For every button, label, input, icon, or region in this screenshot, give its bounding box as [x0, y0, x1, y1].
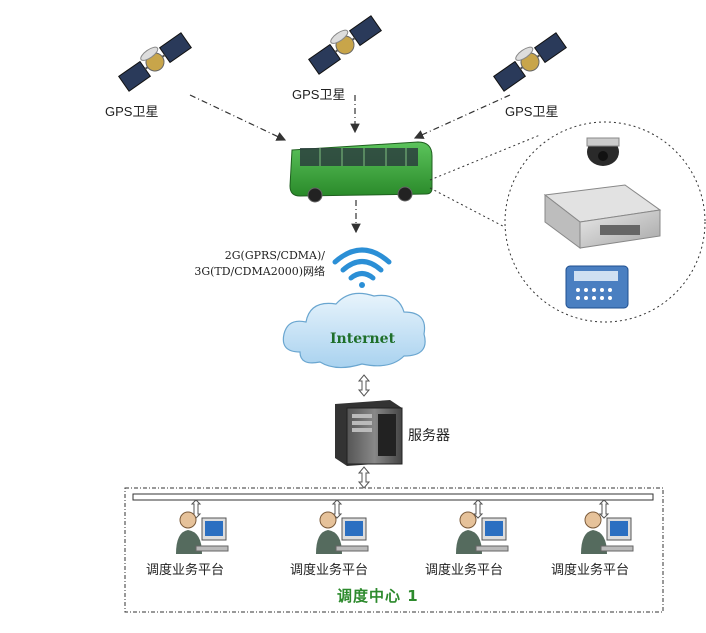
bidirectional-arrow-icon	[190, 499, 610, 519]
callout-line	[429, 187, 521, 236]
operator-workstation-icon	[176, 511, 229, 554]
bidirectional-arrow-icon	[357, 466, 371, 489]
server-icon	[335, 400, 403, 466]
server-label: 服务器	[408, 428, 450, 444]
vehicle-terminal-icon	[543, 184, 662, 249]
camera-icon	[586, 137, 620, 166]
workstation-label: 调度业务平台	[146, 563, 225, 578]
workstation-label: 调度业务平台	[290, 563, 369, 578]
operator-workstation-icon	[456, 511, 509, 554]
satellite-label: GPS卫星	[105, 104, 159, 119]
satellite-label: GPS卫星	[505, 104, 559, 119]
lan-bar	[132, 493, 654, 501]
internet-cloud-icon	[282, 292, 426, 369]
dispatch-center-label: 调度中心 1	[337, 587, 419, 605]
satellite-icon	[308, 15, 382, 75]
signal-arrow	[189, 94, 287, 141]
dispatch-center-box	[124, 487, 664, 613]
internet-label: Internet	[330, 331, 396, 347]
keypad-terminal-icon	[565, 265, 629, 309]
operator-workstation-icon	[581, 511, 634, 554]
bus-icon	[289, 141, 433, 203]
network-label-line1: 2G(GPRS/CDMA)/	[224, 249, 325, 262]
workstation-label: 调度业务平台	[425, 563, 504, 578]
network-label-line2: 3G(TD/CDMA2000)网络	[194, 265, 325, 278]
workstation-label: 调度业务平台	[551, 563, 630, 578]
operator-workstation-icon	[316, 511, 369, 554]
wireless-signal-icon	[332, 247, 392, 288]
signal-arrow	[413, 94, 511, 139]
satellite-icon	[493, 32, 567, 92]
satellite-icon	[118, 32, 192, 92]
satellite-label: GPS卫星	[292, 87, 346, 102]
bidirectional-arrow-icon	[357, 374, 371, 397]
